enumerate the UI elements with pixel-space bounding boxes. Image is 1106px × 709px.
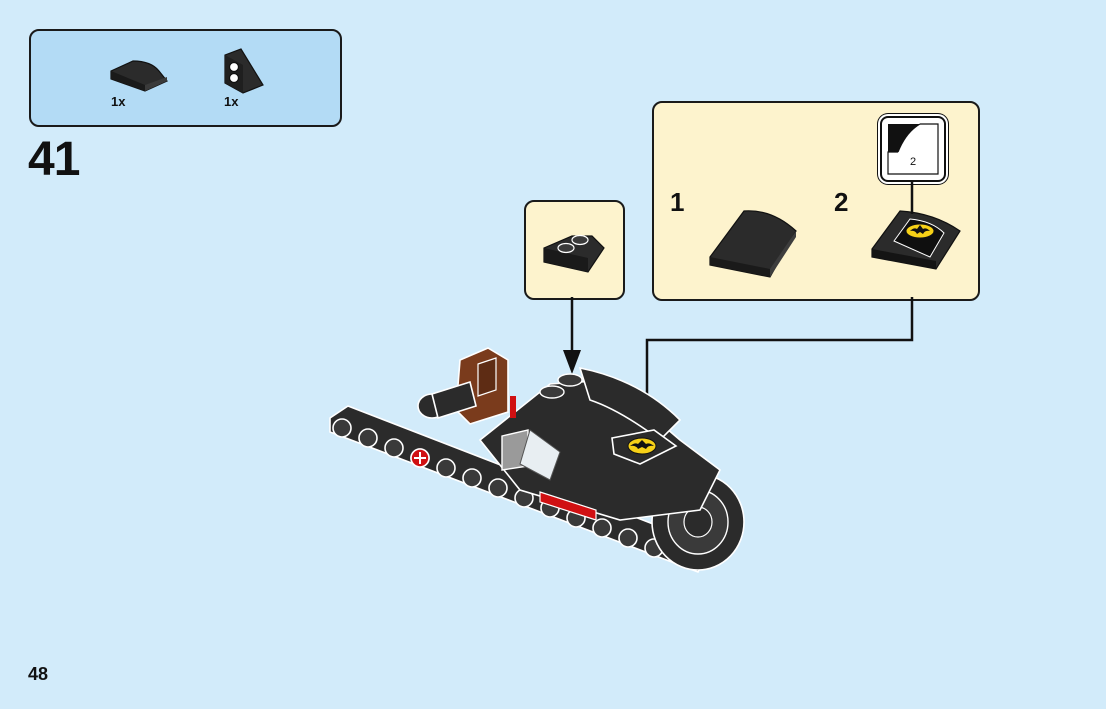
- batmobile-model-illustration: [320, 340, 760, 590]
- page-number: 48: [28, 664, 48, 685]
